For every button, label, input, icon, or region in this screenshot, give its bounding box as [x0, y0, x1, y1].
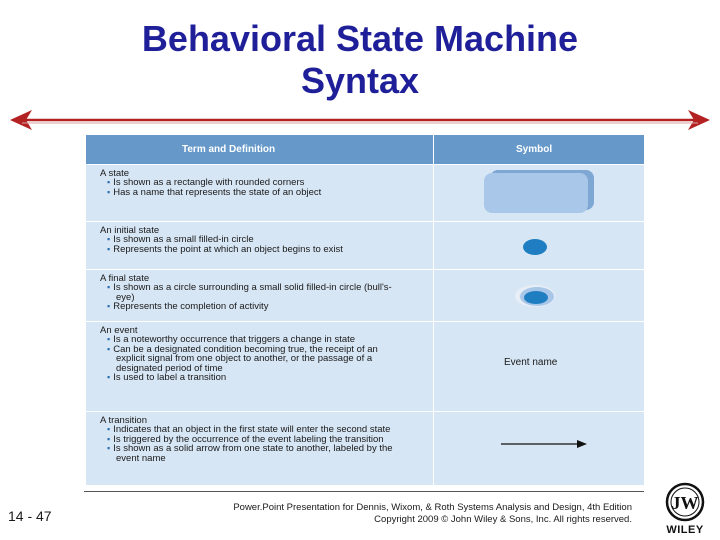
transition-arrow-icon — [501, 440, 587, 448]
table-row-final-state: A final state Is shown as a circle surro… — [86, 269, 644, 322]
row-bullet: Indicates that an object in the first st… — [100, 425, 400, 435]
row-heading: An initial state — [100, 225, 160, 236]
wiley-logo-text: WILEY — [666, 524, 704, 536]
wiley-logo-icon: JW — [665, 482, 705, 522]
table-header: Term and Definition Symbol — [86, 135, 644, 164]
event-symbol-label: Event name — [504, 357, 558, 368]
double-arrow-divider — [10, 110, 710, 130]
row-bullet: Is shown as a rectangle with rounded cor… — [100, 178, 400, 188]
row-bullet: Represents the completion of activity — [100, 302, 400, 312]
table-row-event: An event Is a noteworthy occurrence that… — [86, 321, 644, 412]
footer-line-1: Power.Point Presentation for Dennis, Wix… — [233, 502, 632, 513]
header-symbol: Symbol — [516, 144, 553, 155]
svg-text:JW: JW — [672, 493, 699, 513]
table-row-state: A state Is shown as a rectangle with rou… — [86, 164, 644, 222]
footer-line-2: Copyright 2009 © John Wiley & Sons, Inc.… — [374, 514, 632, 525]
column-divider — [433, 135, 434, 485]
initial-state-symbol — [523, 239, 547, 255]
footer-credits: Power.Point Presentation for Dennis, Wix… — [172, 502, 632, 526]
table-row-initial-state: An initial state Is shown as a small fil… — [86, 221, 644, 270]
row-heading: A transition — [100, 415, 147, 426]
row-bullet: Can be a designated condition becoming t… — [100, 345, 400, 373]
header-term: Term and Definition — [182, 144, 276, 155]
row-bullet: Is triggered by the occurrence of the ev… — [100, 434, 400, 444]
table-row-transition: A transition Indicates that an object in… — [86, 411, 644, 486]
row-bullet: Is used to label a transition — [100, 373, 400, 383]
final-state-bullseye — [524, 291, 548, 304]
row-bullet: Is shown as a small filled-in circle — [100, 235, 400, 245]
row-bullet: Is shown as a solid arrow from one state… — [100, 444, 400, 463]
row-bullet: Is shown as a circle surrounding a small… — [100, 283, 400, 302]
row-bullet: Is a noteworthy occurrence that triggers… — [100, 335, 400, 345]
row-heading: A final state — [100, 273, 150, 284]
footer-divider — [84, 491, 644, 492]
page-number: 14 - 47 — [8, 508, 52, 524]
row-heading: A state — [100, 168, 130, 179]
row-bullet: Represents the point at which an object … — [100, 244, 400, 254]
title-line-1: Behavioral State Machine — [141, 18, 579, 59]
title-line-2: Syntax — [300, 60, 420, 101]
slide-title: Behavioral State Machine Syntax — [0, 18, 720, 102]
row-bullet: Has a name that represents the state of … — [100, 187, 400, 197]
syntax-table: Term and Definition Symbol A state Is sh… — [86, 135, 644, 485]
state-symbol-rounded-rect — [484, 173, 588, 213]
row-heading: An event — [100, 325, 138, 336]
